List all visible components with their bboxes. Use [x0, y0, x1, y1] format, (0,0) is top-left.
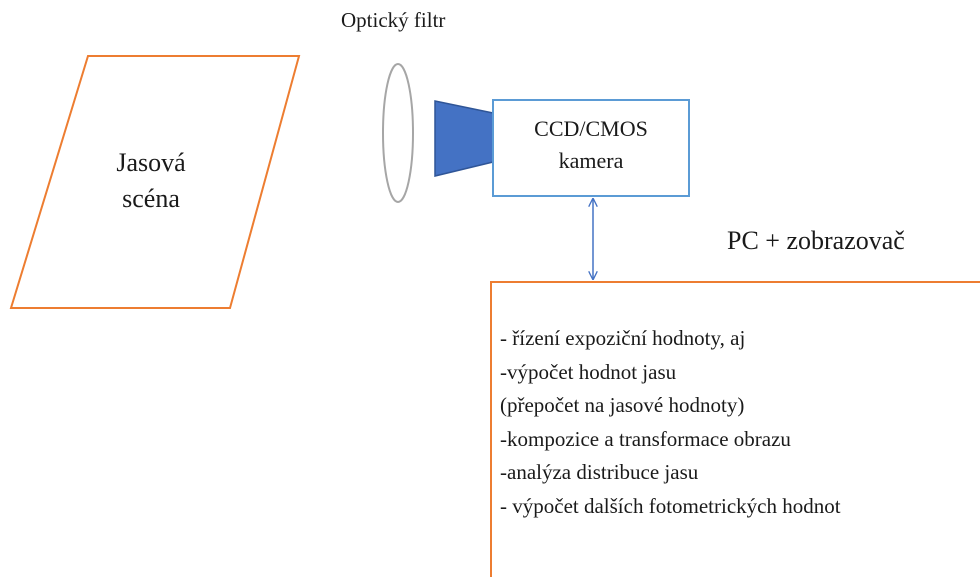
list-item: (přepočet na jasové hodnoty): [500, 393, 745, 417]
scene-label-line1: Jasová: [116, 148, 186, 177]
pc-title: PC + zobrazovač: [727, 226, 905, 255]
optical-filter-icon: [382, 63, 414, 203]
camera-box: [492, 99, 690, 197]
list-item: -výpočet hodnot jasu: [500, 359, 677, 384]
pc-function-list: - řízení expoziční hodnoty, aj -výpočet …: [500, 322, 841, 523]
list-item: - řízení expoziční hodnoty, aj: [500, 326, 746, 350]
optical-filter-label: Optický filtr: [341, 8, 446, 32]
list-item: - výpočet dalších fotometrických hodnot: [500, 493, 841, 518]
camera-label-line1: CCD/CMOS: [534, 116, 648, 141]
camera-label-line2: kamera: [558, 148, 624, 173]
list-item: -analýza distribuce jasu: [500, 460, 699, 484]
camera-label: CCD/CMOS kamera: [493, 113, 689, 177]
scene-shape: [9, 55, 301, 309]
camera-lens-icon: [434, 100, 494, 177]
pc-box: [490, 281, 980, 577]
list-item: -kompozice a transformace obrazu: [500, 426, 791, 451]
scene-label-line2: scéna: [122, 184, 180, 213]
scene-label: Jasová scéna: [96, 145, 206, 217]
